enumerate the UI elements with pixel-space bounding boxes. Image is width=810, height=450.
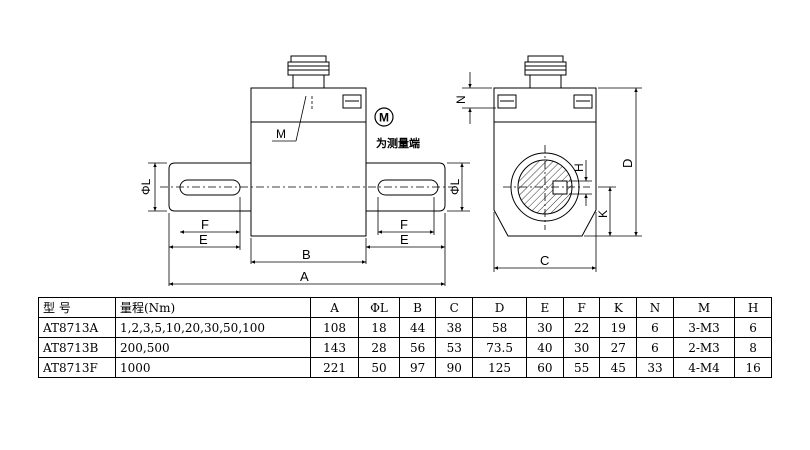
cell-model: AT8713A <box>38 317 116 338</box>
cell-M: 2-M3 <box>672 337 736 358</box>
cell-K: 45 <box>599 357 638 378</box>
cell-C: 53 <box>435 337 474 358</box>
cell-A: 108 <box>309 317 360 338</box>
cell-C: 38 <box>435 317 474 338</box>
label-phiL-right: ΦL <box>448 178 462 195</box>
screw-slot-side-left <box>497 94 517 109</box>
sensor-body <box>250 121 367 237</box>
label-phiL-left: ΦL <box>139 178 153 195</box>
cell-N: 33 <box>636 357 674 378</box>
cell-range: 200,500 <box>115 337 311 358</box>
cell-C: 90 <box>435 357 474 378</box>
cell-D: 73.5 <box>472 337 528 358</box>
cell-H: 6 <box>734 317 772 338</box>
upper-block <box>250 87 367 123</box>
cell-M: 3-M3 <box>672 317 736 338</box>
cell-B: 97 <box>398 357 437 378</box>
side-view <box>493 55 597 237</box>
connector-front <box>287 55 330 89</box>
side-dimensions <box>462 72 642 272</box>
label-K: K <box>596 210 610 218</box>
label-D: D <box>620 159 635 168</box>
cell-phiL: 50 <box>358 357 400 378</box>
cell-phiL: 18 <box>358 317 400 338</box>
header-F: F <box>562 297 601 318</box>
cell-M: 4-M4 <box>672 357 736 378</box>
side-body <box>493 87 597 237</box>
cell-K: 27 <box>599 337 638 358</box>
cell-F: 30 <box>562 337 601 358</box>
cell-B: 56 <box>398 337 437 358</box>
cell-K: 19 <box>599 317 638 338</box>
header-K: K <box>599 297 638 318</box>
front-view <box>160 55 455 237</box>
label-F-left: F <box>201 217 209 232</box>
label-N: N <box>454 95 468 104</box>
cell-range: 1,2,3,5,10,20,30,50,100 <box>115 317 311 338</box>
cell-F: 55 <box>562 357 601 378</box>
measuring-end-letter: M <box>379 111 389 125</box>
sensor-drawing: M M 为测量端 ΦL ΦL F E <box>139 55 642 286</box>
spec-table: 型 号 量程(Nm) A ΦL B C D E F K N M H AT8713… <box>38 297 772 378</box>
cell-N: 6 <box>636 317 674 338</box>
table-header-row: 型 号 量程(Nm) A ΦL B C D E F K N M H <box>38 297 772 318</box>
cell-A: 143 <box>309 337 360 358</box>
header-H: H <box>734 297 772 318</box>
cell-D: 125 <box>472 357 528 378</box>
cell-B: 44 <box>398 317 437 338</box>
label-C: C <box>540 253 549 268</box>
label-B: B <box>302 247 311 262</box>
measuring-end-mark: M 为测量端 <box>374 107 420 150</box>
cell-H: 16 <box>734 357 772 378</box>
measuring-end-note: 为测量端 <box>376 136 420 150</box>
cell-phiL: 28 <box>358 337 400 358</box>
cell-N: 6 <box>636 337 674 358</box>
label-M-leader: M <box>276 127 286 141</box>
screw-slot-front <box>342 94 362 109</box>
screw-slot-side-right <box>573 94 593 109</box>
header-A: A <box>309 297 360 318</box>
cell-E: 30 <box>526 317 564 338</box>
header-C: C <box>435 297 474 318</box>
label-E-left: E <box>199 232 208 247</box>
label-E-right: E <box>400 232 409 247</box>
keyway <box>552 180 568 195</box>
header-N: N <box>636 297 674 318</box>
label-A: A <box>300 269 309 284</box>
header-model: 型 号 <box>38 297 116 318</box>
header-D: D <box>472 297 528 318</box>
header-E: E <box>526 297 564 318</box>
label-F-right: F <box>400 217 408 232</box>
cell-range: 1000 <box>115 357 311 378</box>
cell-D: 58 <box>472 317 528 338</box>
label-H: H <box>572 163 586 172</box>
cell-E: 60 <box>526 357 564 378</box>
cell-model: AT8713F <box>38 357 116 378</box>
header-M: M <box>672 297 736 318</box>
cell-H: 8 <box>734 337 772 358</box>
table-row: AT8713B 200,500 143 28 56 53 73.5 40 30 … <box>38 337 772 358</box>
header-phiL: ΦL <box>358 297 400 318</box>
header-B: B <box>398 297 437 318</box>
front-dimensions <box>148 162 470 286</box>
cell-A: 221 <box>309 357 360 378</box>
cell-model: AT8713B <box>38 337 116 358</box>
header-range: 量程(Nm) <box>115 297 311 318</box>
cell-F: 22 <box>562 317 601 338</box>
left-shaft <box>168 162 251 212</box>
table-row: AT8713A 1,2,3,5,10,20,30,50,100 108 18 4… <box>38 317 772 338</box>
table-row: AT8713F 1000 221 50 97 90 125 60 55 45 3… <box>38 357 772 378</box>
connector-side <box>524 55 567 89</box>
cell-E: 40 <box>526 337 564 358</box>
